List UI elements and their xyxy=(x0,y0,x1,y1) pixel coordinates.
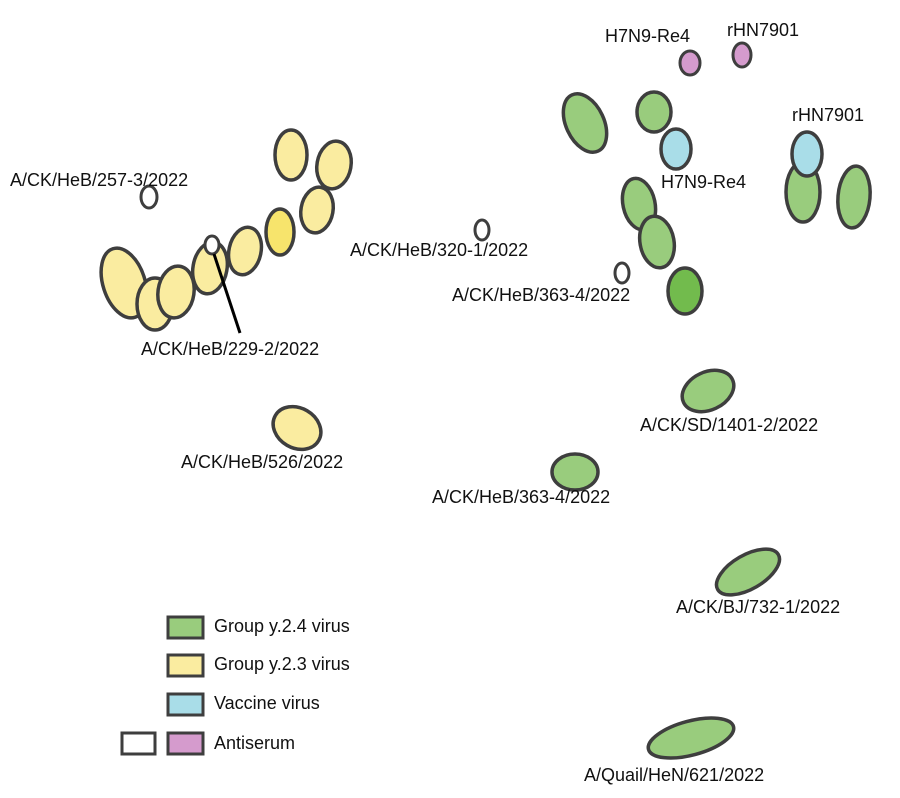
y23-virus-point xyxy=(271,404,323,452)
antiserum-heb-320-1 xyxy=(473,218,491,242)
legend-swatch-y23 xyxy=(166,653,205,678)
y24-virus-point xyxy=(666,266,704,316)
legend-label-y24: Group y.2.4 virus xyxy=(214,616,350,636)
y24-virus-point xyxy=(561,92,609,154)
y24-virus-point xyxy=(714,547,782,597)
label-quail-hen-621: A/Quail/HeN/621/2022 xyxy=(584,765,764,785)
antiserum-heb-229-2 xyxy=(203,234,221,256)
antiserum-heb-363-4 xyxy=(613,261,631,285)
y23-virus-point xyxy=(273,128,309,182)
group-y24-cluster xyxy=(550,90,872,760)
label-heb-320-1: A/CK/HeB/320-1/2022 xyxy=(350,240,528,260)
vaccine-virus-points xyxy=(659,127,824,178)
label-bj-732-1: A/CK/BJ/732-1/2022 xyxy=(676,597,840,617)
legend-swatch-antiserum-hollow xyxy=(120,731,157,756)
antiserum-h7n9-re4 xyxy=(678,49,702,77)
label-antiserum-rhn7901: rHN7901 xyxy=(727,20,799,40)
label-vaccine-rhn7901: rHN7901 xyxy=(792,105,864,125)
y23-virus-point xyxy=(156,264,196,320)
antiserum-points xyxy=(139,41,753,285)
legend-swatch-antiserum xyxy=(166,731,205,756)
y24-virus-point xyxy=(646,716,736,760)
legend-swatch-y24 xyxy=(166,615,205,640)
label-sd-1401-2: A/CK/SD/1401-2/2022 xyxy=(640,415,818,435)
y24-virus-point xyxy=(635,90,673,134)
label-heb-526: A/CK/HeB/526/2022 xyxy=(181,452,343,472)
y24-virus-point xyxy=(637,214,677,270)
label-heb-257-3: A/CK/HeB/257-3/2022 xyxy=(10,170,188,190)
y23-virus-point xyxy=(314,139,354,191)
y23-virus-point xyxy=(226,225,264,277)
legend: Group y.2.4 virus Group y.2.3 virus Vacc… xyxy=(120,615,350,756)
y23-virus-point xyxy=(264,207,296,257)
legend-label-vaccine: Vaccine virus xyxy=(214,693,320,713)
vaccine-virus-h7n9-re4 xyxy=(659,127,693,171)
label-antiserum-h7n9-re4: H7N9-Re4 xyxy=(605,26,690,46)
antiserum-heb-257-3 xyxy=(139,184,159,210)
label-heb-363-4-virus: A/CK/HeB/363-4/2022 xyxy=(432,487,610,507)
pointer-line-heb-229-2 xyxy=(212,253,242,334)
antiserum-rhn7901 xyxy=(731,41,753,69)
group-y23-cluster xyxy=(99,128,354,452)
vaccine-virus-rhn7901 xyxy=(790,130,824,178)
y24-virus-point xyxy=(550,452,600,492)
label-heb-363-4-antiserum: A/CK/HeB/363-4/2022 xyxy=(452,285,630,305)
legend-label-antiserum: Antiserum xyxy=(214,733,295,753)
label-heb-229-2: A/CK/HeB/229-2/2022 xyxy=(141,339,319,359)
y23-virus-point xyxy=(298,185,336,235)
y24-virus-point xyxy=(836,164,872,230)
legend-label-y23: Group y.2.3 virus xyxy=(214,654,350,674)
legend-swatch-vaccine xyxy=(166,692,205,717)
label-vaccine-h7n9-re4: H7N9-Re4 xyxy=(661,172,746,192)
y24-virus-point xyxy=(680,368,736,414)
